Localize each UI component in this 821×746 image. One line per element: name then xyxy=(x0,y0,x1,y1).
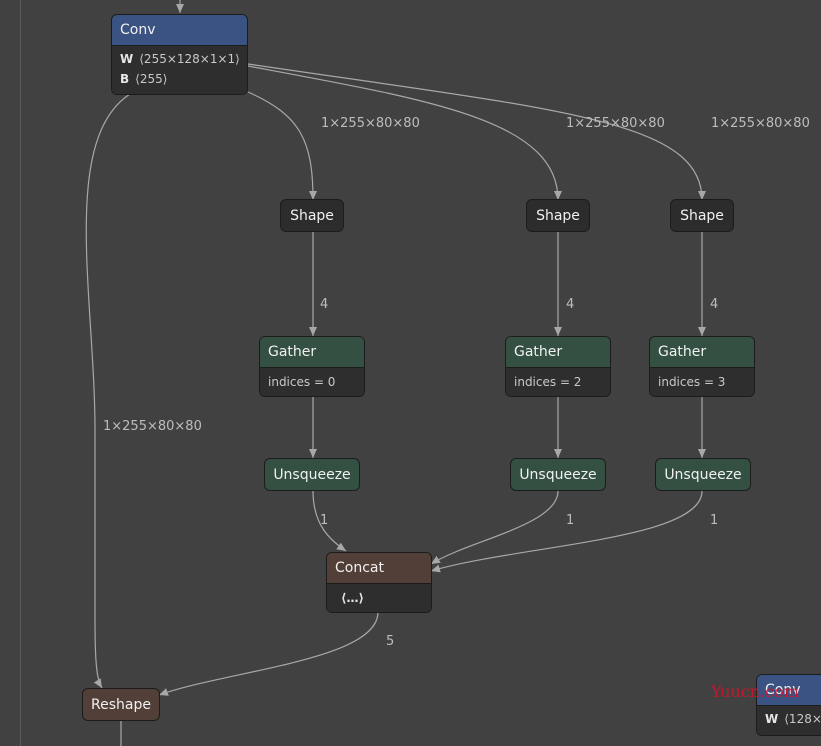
conv-bias-shape: ⟨255⟩ xyxy=(135,72,168,86)
gather-indices: indices = 3 xyxy=(650,367,754,396)
edge-unsq1-to-concat xyxy=(312,490,347,552)
edge-label-conv-shape3: 1×255×80×80 xyxy=(711,116,810,131)
gather-title: Gather xyxy=(506,337,610,367)
edge-unsq3-to-concat xyxy=(430,490,703,573)
edge-conv-to-shape1 xyxy=(247,91,317,201)
conv-attributes: W ⟨128× xyxy=(757,705,821,735)
reshape-node[interactable]: Reshape xyxy=(82,688,160,721)
shape-node-3[interactable]: Shape xyxy=(670,199,734,232)
unsqueeze-node-3[interactable]: Unsqueeze xyxy=(655,458,751,491)
gather-node-2[interactable]: Gather indices = 2 xyxy=(505,336,611,397)
conv-weight-shape: ⟨128× xyxy=(784,712,821,726)
edge-label-shape3-gather3: 4 xyxy=(710,297,719,312)
conv-weight-key: W xyxy=(120,52,134,66)
conv-title: Conv xyxy=(112,15,247,45)
gather-node-3[interactable]: Gather indices = 3 xyxy=(649,336,755,397)
edge-label-conv-reshape: 1×255×80×80 xyxy=(103,419,202,434)
edge-label-shape2-gather2: 4 xyxy=(566,297,575,312)
conv-bias-key: B xyxy=(120,72,130,86)
edge-label-unsq1-concat: 1 xyxy=(320,513,329,528)
shape-node-1[interactable]: Shape xyxy=(280,199,344,232)
shape-node-2[interactable]: Shape xyxy=(526,199,590,232)
edge-conv-to-shape3 xyxy=(247,63,706,201)
edge-label-concat-reshape: 5 xyxy=(386,634,395,649)
edge-conv-to-reshape xyxy=(85,93,131,689)
gather-node-1[interactable]: Gather indices = 0 xyxy=(259,336,365,397)
edge-label-unsq3-concat: 1 xyxy=(710,513,719,528)
edge-label-conv-shape1: 1×255×80×80 xyxy=(321,116,420,131)
edge-label-conv-shape2: 1×255×80×80 xyxy=(566,116,665,131)
gather-title: Gather xyxy=(650,337,754,367)
watermark: Yuucn.com xyxy=(711,682,799,701)
conv-weight-shape: ⟨255×128×1×1⟩ xyxy=(139,52,240,66)
concat-title: Concat xyxy=(327,553,431,583)
edge-unsq2-to-concat xyxy=(430,490,559,565)
conv-node[interactable]: Conv W ⟨255×128×1×1⟩ B ⟨255⟩ xyxy=(111,14,248,95)
conv-node-2[interactable]: Conv W ⟨128× xyxy=(756,674,821,736)
unsqueeze-node-1[interactable]: Unsqueeze xyxy=(264,458,360,491)
graph-border-line xyxy=(20,0,21,746)
edge-conv-to-shape2 xyxy=(247,65,562,201)
gather-indices: indices = 2 xyxy=(506,367,610,396)
conv-title: Conv xyxy=(757,675,821,705)
unsqueeze-node-2[interactable]: Unsqueeze xyxy=(510,458,606,491)
concat-attributes: ⟨…⟩ xyxy=(327,583,431,612)
edge-label-shape1-gather1: 4 xyxy=(320,297,329,312)
edge-label-unsq2-concat: 1 xyxy=(566,513,575,528)
conv-attributes: W ⟨255×128×1×1⟩ B ⟨255⟩ xyxy=(112,45,247,94)
edge-concat-to-reshape xyxy=(158,611,379,696)
concat-node[interactable]: Concat ⟨…⟩ xyxy=(326,552,432,613)
gather-title: Gather xyxy=(260,337,364,367)
conv-weight-key: W xyxy=(765,712,779,726)
gather-indices: indices = 0 xyxy=(260,367,364,396)
